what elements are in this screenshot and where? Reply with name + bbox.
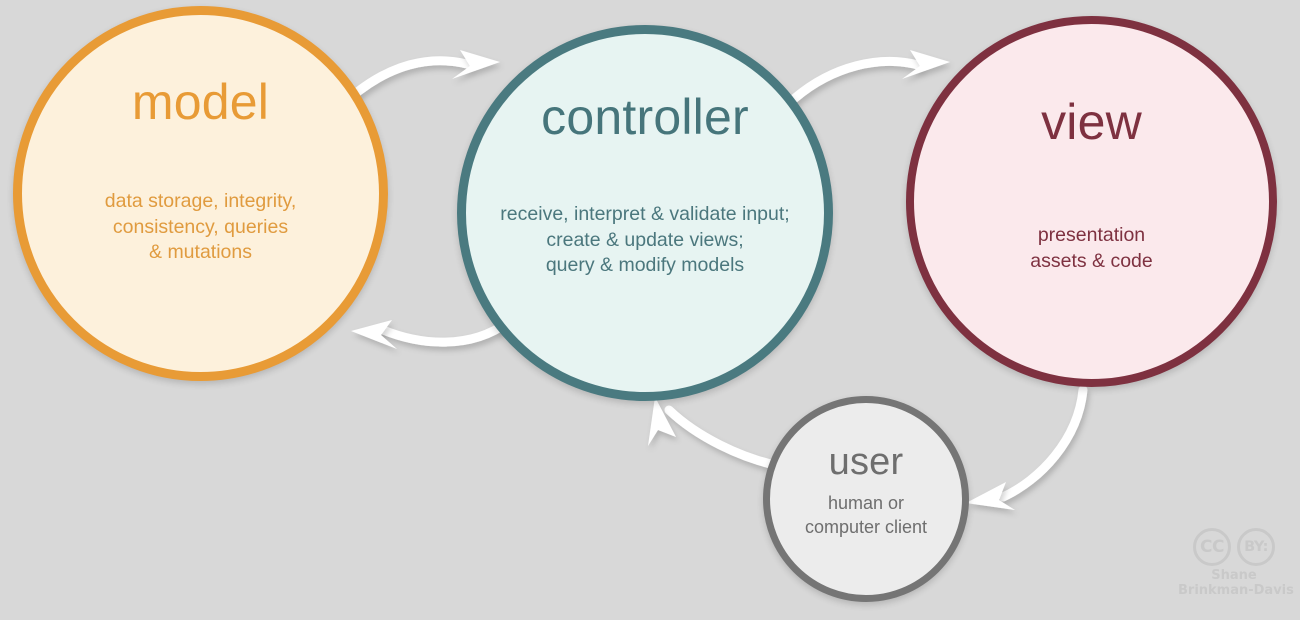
node-user-desc-line-2: computer client <box>804 516 928 537</box>
node-user-desc-line-1: human or <box>827 493 905 513</box>
attribution-author-last: Brinkman-Davis <box>1178 582 1294 598</box>
arrowhead-to-model <box>351 320 397 349</box>
node-controller-description: receive, interpret & validate input; cre… <box>500 202 789 279</box>
creative-commons-icon: CC <box>1193 528 1231 566</box>
node-model-desc-line-3: & mutations <box>149 241 252 264</box>
creative-commons-marks: CC BY: <box>1178 528 1290 566</box>
node-model-desc-line-2: consistency, queries <box>112 215 289 238</box>
node-user-title: user <box>828 441 904 483</box>
node-controller-desc-line-3: query & modify models <box>545 254 745 277</box>
node-model-desc-line-1: data storage, integrity, <box>104 190 297 212</box>
attribution-author-first: Shane <box>1211 568 1257 583</box>
arrowhead-to-controller <box>452 50 500 79</box>
node-view-title: view <box>1041 94 1142 150</box>
node-view-desc-line-1: presentation <box>1037 224 1146 246</box>
attribution-by-icon: BY: <box>1237 528 1275 566</box>
arrow-view-to-user <box>998 385 1088 502</box>
arrowhead-to-user <box>966 482 1015 510</box>
attribution-badge: CC BY: Shane Brinkman-Davis <box>1178 528 1294 598</box>
arrowhead-to-controller-from-user <box>648 397 676 446</box>
node-model-description: data storage, integrity, consistency, qu… <box>105 189 297 266</box>
arrowhead-to-view <box>902 50 950 79</box>
node-view-desc-line-2: assets & code <box>1030 249 1153 272</box>
attribution-author: Shane Brinkman-Davis <box>1178 568 1294 598</box>
node-controller[interactable]: controller receive, interpret & validate… <box>457 25 833 401</box>
arrow-controller-to-model <box>378 317 513 347</box>
node-model[interactable]: model data storage, integrity, consisten… <box>13 6 388 381</box>
node-controller-desc-line-2: create & update views; <box>546 228 744 251</box>
node-view-description: presentation assets & code <box>1030 223 1152 274</box>
node-view[interactable]: view presentation assets & code <box>906 16 1277 387</box>
arrow-controller-to-view <box>790 56 923 103</box>
node-controller-desc-line-1: receive, interpret & validate input; <box>500 203 790 225</box>
node-controller-title: controller <box>541 89 749 145</box>
node-user-description: human or computer client <box>805 492 927 540</box>
arrow-model-to-controller <box>345 56 472 103</box>
node-model-title: model <box>131 74 270 130</box>
node-user[interactable]: user human or computer client <box>763 396 969 602</box>
